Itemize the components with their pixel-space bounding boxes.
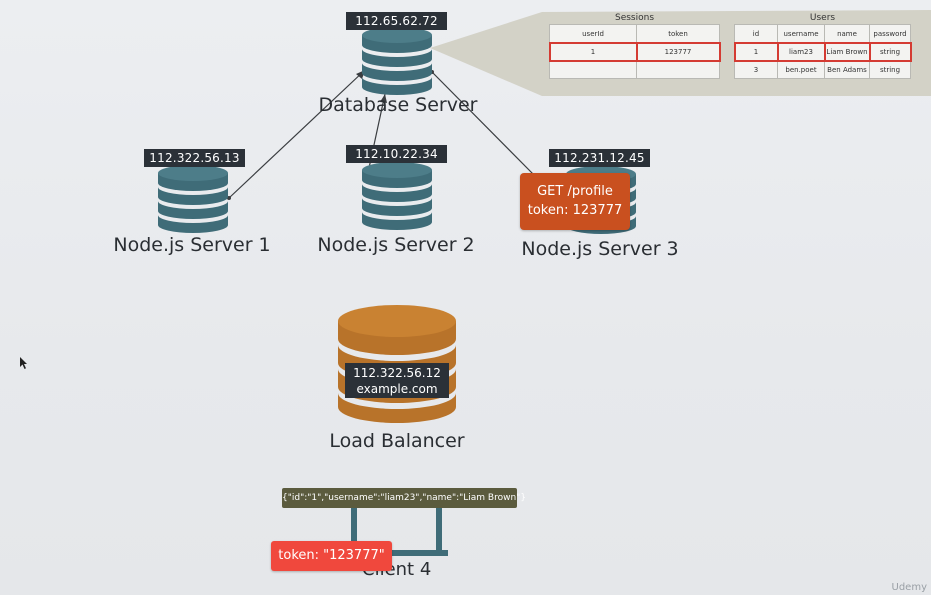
callout-line-1: GET /profile (537, 184, 613, 199)
users-row-highlighted: 1 liam23 Liam Brown string (733, 41, 912, 62)
database-server-ip: 112.65.62.72 (346, 12, 447, 30)
users-cell-password: string (869, 60, 911, 79)
sessions-header-token: token (636, 24, 720, 43)
client-token-badge: token: "123777" (271, 541, 392, 571)
node-server-3-ip: 112.231.12.45 (549, 149, 650, 167)
node-server-1-icon (158, 165, 228, 233)
users-cell-id: 3 (734, 60, 778, 79)
callout-line-2: token: 123777 (527, 203, 623, 218)
users-table: Users id username name password 1 liam23… (733, 12, 912, 79)
arrowhead-2 (380, 94, 387, 103)
load-balancer-address: 112.322.56.12 example.com (345, 363, 449, 398)
sessions-cell-empty-1 (549, 60, 637, 79)
users-header-id: id (734, 24, 778, 43)
users-header-username: username (777, 24, 825, 43)
mouse-cursor-icon (20, 357, 27, 369)
sessions-cell-empty-2 (636, 60, 720, 79)
users-cell-name: Ben Adams (824, 60, 870, 79)
load-balancer-ip: 112.322.56.12 (353, 366, 441, 380)
json-response-box: {"id":"1","username":"liam23","name":"Li… (282, 488, 526, 508)
users-cell-username: ben.poet (777, 60, 825, 79)
users-cell-password: string (868, 41, 912, 62)
watermark: Udemy (891, 582, 927, 593)
users-cell-id: 1 (733, 41, 779, 62)
load-balancer-label: Load Balancer (329, 430, 465, 452)
users-table-title: Users (809, 13, 836, 23)
sessions-table-title: Sessions (614, 13, 655, 23)
users-cell-name: Liam Brown (823, 41, 871, 62)
users-cell-username: liam23 (776, 41, 826, 62)
sessions-row-highlighted: 1 123777 (548, 41, 721, 62)
sessions-table: Sessions userId token 1 123777 (548, 12, 721, 79)
database-server-icon (362, 27, 432, 95)
get-profile-request-callout: GET /profile token: 123777 (520, 173, 630, 230)
sessions-cell-userid: 1 (548, 41, 638, 62)
node-server-2-icon (362, 162, 432, 230)
users-header-name: name (824, 24, 870, 43)
sessions-row-empty (549, 60, 720, 79)
node-server-1-ip: 112.322.56.13 (144, 149, 245, 167)
users-row: 3 ben.poet Ben Adams string (734, 60, 911, 79)
node-server-1-label: Node.js Server 1 (113, 234, 271, 256)
sessions-cell-token: 123777 (635, 41, 721, 62)
users-header-password: password (869, 24, 911, 43)
client-computer-icon (351, 508, 448, 556)
node-server-3-label: Node.js Server 3 (521, 238, 679, 260)
sessions-header-userid: userId (549, 24, 637, 43)
node-server-2-label: Node.js Server 2 (317, 234, 475, 256)
database-server-label: Database Server (318, 94, 478, 116)
node-server-2-ip: 112.10.22.34 (346, 145, 447, 163)
load-balancer-domain: example.com (356, 382, 438, 396)
